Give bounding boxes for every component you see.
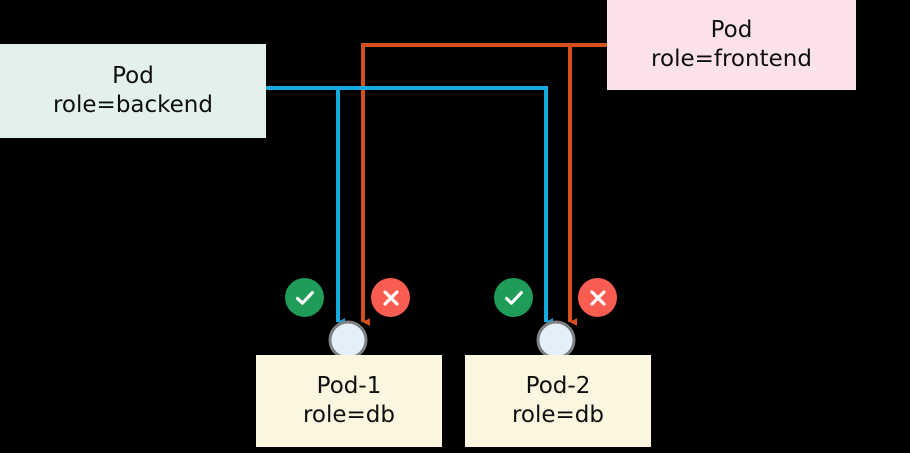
pod-1-db[interactable]: Pod-1 role=db	[256, 355, 442, 447]
deny-badge-pod-1	[371, 278, 410, 317]
pod-1-label: role=db	[302, 402, 396, 428]
allow-badge-pod-1	[285, 278, 324, 317]
cross-icon	[586, 286, 610, 310]
pod-2-label: role=db	[511, 402, 605, 428]
allow-badge-pod-2	[494, 278, 533, 317]
cross-icon	[379, 286, 403, 310]
pod-frontend[interactable]: Pod role=frontend	[607, 0, 856, 90]
pod-frontend-label: role=frontend	[651, 46, 812, 72]
pod-backend-label: role=backend	[52, 92, 213, 118]
pod-2-db[interactable]: Pod-2 role=db	[465, 355, 651, 447]
endpoint-circle-pod-2	[536, 320, 576, 360]
deny-badge-pod-2	[578, 278, 617, 317]
pod-2-title: Pod-2	[525, 372, 591, 399]
check-icon	[502, 286, 526, 310]
pod-backend-title: Pod	[112, 62, 154, 89]
pod-frontend-title: Pod	[710, 16, 753, 43]
pod-1-title: Pod-1	[316, 372, 382, 399]
check-icon	[293, 286, 317, 310]
endpoint-circle-pod-1	[328, 320, 368, 360]
pod-backend[interactable]: Pod role=backend	[0, 44, 266, 138]
